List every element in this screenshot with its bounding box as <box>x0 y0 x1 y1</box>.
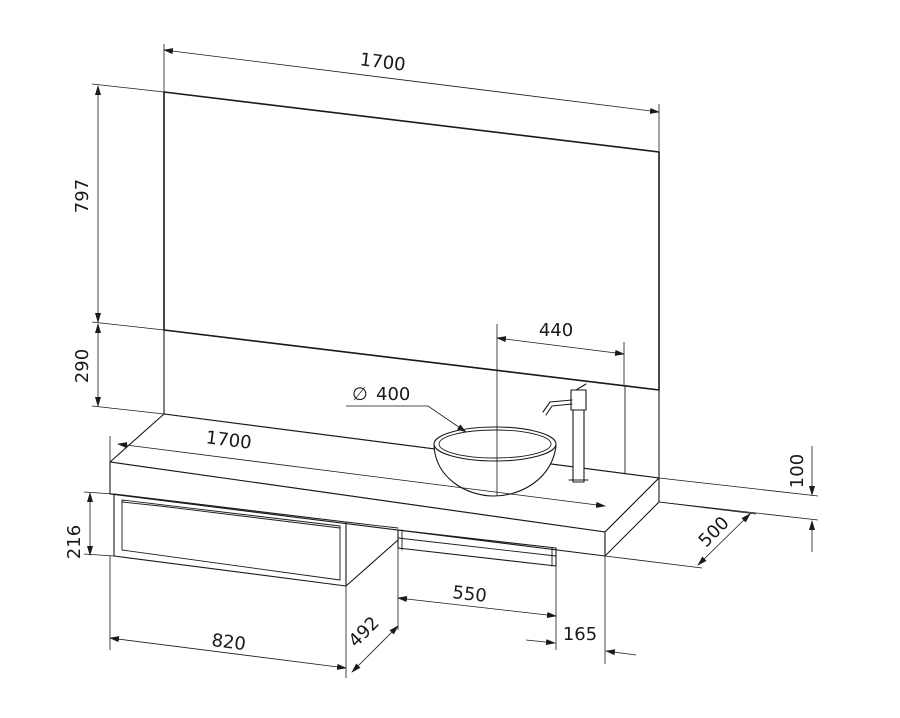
label-counter-thickness: 100 <box>787 454 808 488</box>
label-rail-width: 550 <box>451 582 488 607</box>
dim-mirror-height <box>91 83 165 331</box>
label-mirror-height: 797 <box>72 179 93 213</box>
dim-backsplash-height <box>91 323 165 415</box>
label-counter-depth: 500 <box>695 513 734 552</box>
dim-rail-end-offset <box>525 556 637 664</box>
label-shelf-width: 820 <box>210 630 247 655</box>
dim-shelf-width <box>109 556 347 678</box>
dim-rail-width <box>397 566 557 650</box>
dim-counter-width <box>109 436 606 508</box>
dim-mirror-width <box>163 44 660 152</box>
dim-shelf-height <box>83 491 115 557</box>
diameter-symbol-icon: ∅ <box>352 384 368 405</box>
dim-basin-leader <box>346 405 467 433</box>
label-backsplash-height: 290 <box>72 349 93 383</box>
label-faucet-offset: 440 <box>539 320 573 341</box>
dim-counter-depth <box>604 501 757 569</box>
label-basin-diameter: 400 <box>376 384 410 405</box>
label-mirror-width: 1700 <box>359 49 407 76</box>
mirror-panel <box>163 91 660 391</box>
label-shelf-height: 216 <box>64 525 85 559</box>
label-rail-end-offset: 165 <box>563 624 597 645</box>
